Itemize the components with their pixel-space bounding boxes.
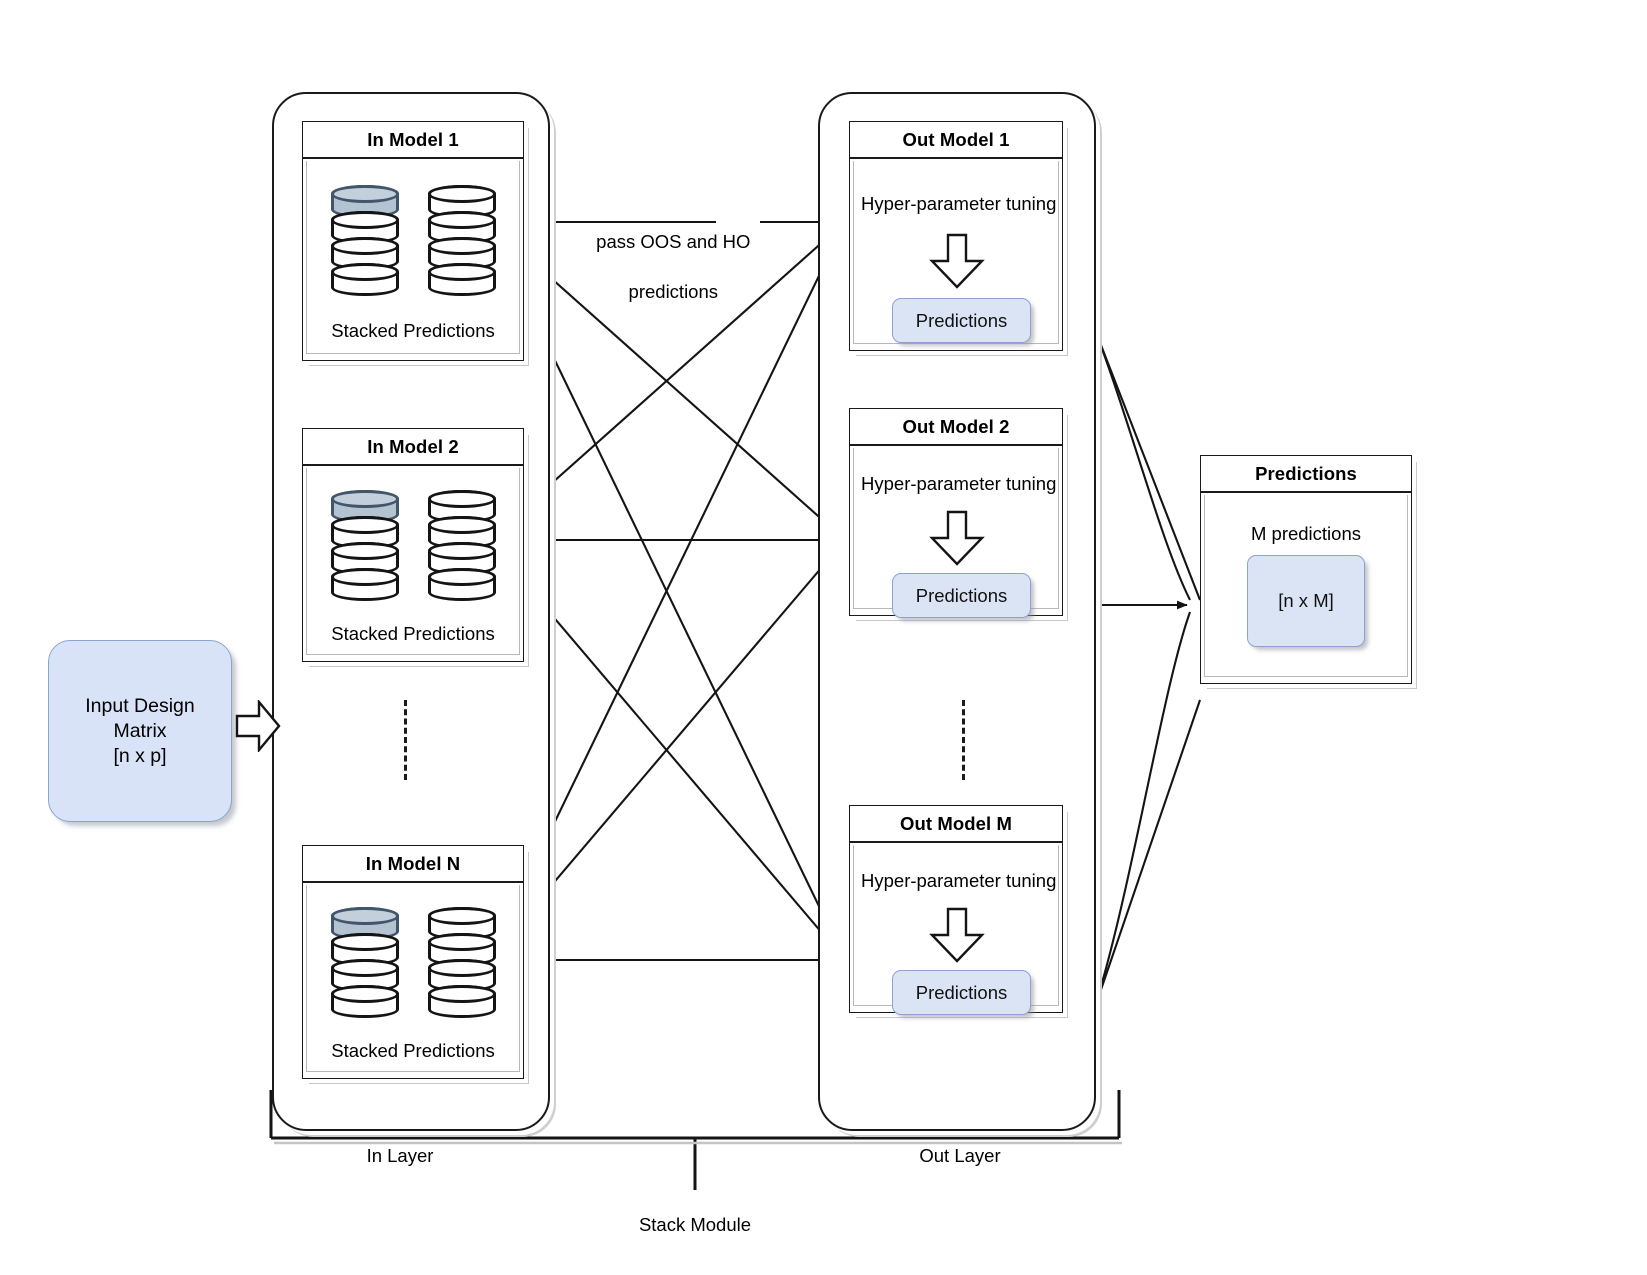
pass-predictions-line-1: pass OOS and HO [596, 231, 751, 252]
output-predictions-title: Predictions [1201, 456, 1411, 493]
stacked-predictions-cylinders-b [428, 490, 496, 601]
input-line-3: [n x p] [113, 744, 167, 767]
down-arrow-icon [928, 510, 986, 571]
in-layer-label: In Layer [366, 1145, 434, 1166]
output-predictions-card[interactable]: Predictions M predictions [n x M] [1200, 455, 1412, 684]
cylinder-icon [428, 263, 496, 296]
out-model-m-tuning-label: Hyper-parameter tuning [861, 870, 1057, 891]
output-predictions-caption: M predictions [1250, 523, 1361, 544]
input-design-matrix-box[interactable]: Input Design Matrix [n x p] [48, 640, 232, 822]
output-matrix-pill[interactable]: [n x M] [1247, 555, 1365, 647]
out-model-m-title: Out Model M [850, 806, 1062, 843]
cylinder-icon [331, 263, 399, 296]
down-arrow-icon [928, 233, 986, 294]
out-model-2-predictions-pill[interactable]: Predictions [892, 573, 1031, 618]
in-model-1-card[interactable]: In Model 1 Stacked Predictions [302, 121, 524, 361]
in-model-n-caption: Stacked Predictions [331, 1040, 495, 1061]
in-model-n-body: Stacked Predictions [306, 885, 520, 1072]
in-model-n-title: In Model N [303, 846, 523, 883]
pass-predictions-label: pass OOS and HO predictions [563, 204, 763, 329]
out-model-1-title: Out Model 1 [850, 122, 1062, 159]
cylinder-icon [428, 907, 496, 940]
out-model-2-body: Hyper-parameter tuning Predictions [853, 448, 1059, 618]
in-model-2-caption: Stacked Predictions [331, 623, 495, 644]
in-layer-ellipsis-icon [404, 700, 407, 780]
cylinder-icon [331, 568, 399, 601]
in-model-2-title: In Model 2 [303, 429, 523, 466]
out-model-1-body: Hyper-parameter tuning Predictions [853, 161, 1059, 344]
out-model-1-tuning-label: Hyper-parameter tuning [861, 193, 1057, 214]
cylinder-icon [428, 985, 496, 1018]
stacked-predictions-cylinders-a [331, 185, 399, 296]
cylinder-icon [331, 985, 399, 1018]
out-model-m-predictions-pill[interactable]: Predictions [892, 970, 1031, 1015]
out-model-2-card[interactable]: Out Model 2 Hyper-parameter tuning Predi… [849, 408, 1063, 618]
out-model-2-title: Out Model 2 [850, 409, 1062, 446]
output-predictions-body: M predictions [n x M] [1204, 495, 1408, 677]
in-model-1-title: In Model 1 [303, 122, 523, 159]
out-layer-ellipsis-icon [962, 700, 965, 780]
pass-predictions-line-2: predictions [628, 281, 719, 302]
down-arrow-icon [928, 907, 986, 968]
out-model-2-tuning-label: Hyper-parameter tuning [861, 473, 1057, 494]
stacked-predictions-cylinders-b [428, 185, 496, 296]
in-model-2-card[interactable]: In Model 2 Stacked Predictions [302, 428, 524, 662]
cylinder-icon [331, 516, 399, 549]
input-to-layer-arrow-icon [235, 698, 281, 757]
cylinder-icon [428, 568, 496, 601]
out-layer-label: Out Layer [919, 1145, 1001, 1166]
in-model-n-card[interactable]: In Model N Stacked Predictions [302, 845, 524, 1079]
in-model-1-body: Stacked Predictions [306, 161, 520, 354]
out-model-1-predictions-pill[interactable]: Predictions [892, 298, 1031, 343]
input-line-1: Input Design [85, 694, 195, 717]
stack-module-label: Stack Module [638, 1214, 752, 1235]
in-model-1-caption: Stacked Predictions [331, 320, 495, 341]
out-model-1-card[interactable]: Out Model 1 Hyper-parameter tuning Predi… [849, 121, 1063, 351]
stacked-predictions-cylinders-b [428, 907, 496, 1018]
out-model-m-body: Hyper-parameter tuning Predictions [853, 845, 1059, 1015]
out-model-m-card[interactable]: Out Model M Hyper-parameter tuning Predi… [849, 805, 1063, 1015]
stacked-predictions-cylinders-a [331, 907, 399, 1018]
in-model-2-body: Stacked Predictions [306, 468, 520, 655]
input-line-2: Matrix [113, 719, 167, 742]
stacked-predictions-cylinders-a [331, 490, 399, 601]
